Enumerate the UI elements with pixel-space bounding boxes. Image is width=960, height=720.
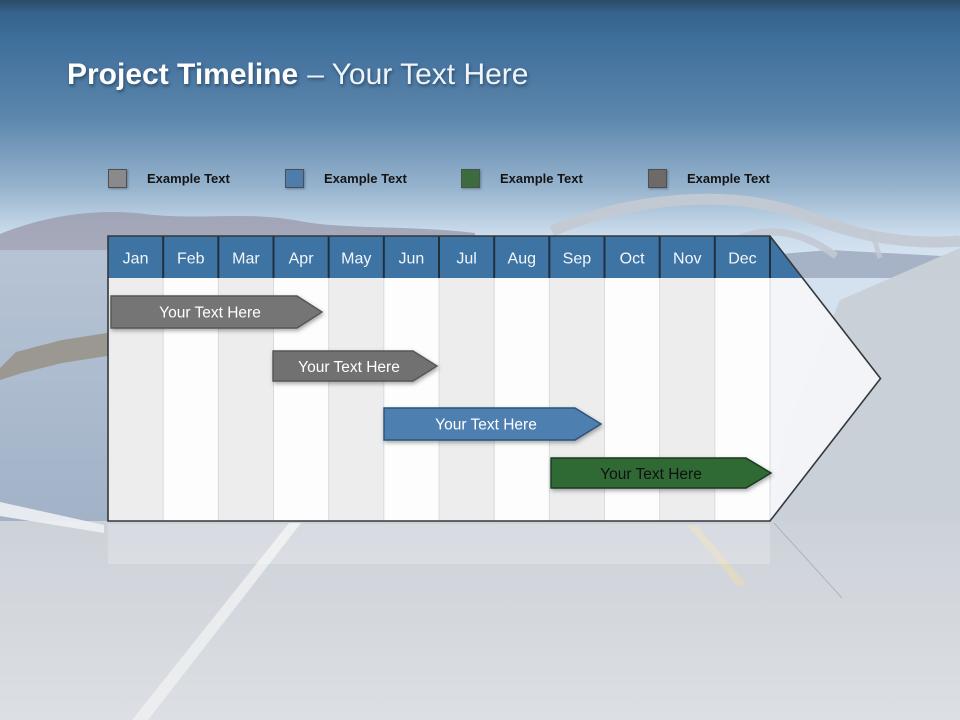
task-bar-4-label: Your Text Here xyxy=(600,466,702,483)
month-label: Mar xyxy=(232,251,260,268)
timeline-arrow-outline xyxy=(107,235,882,522)
legend-item: Example Text xyxy=(461,167,583,189)
legend-item: Example Text xyxy=(648,167,770,189)
timeline-gantt: Jan Feb Mar Apr May Jun Jul Aug Sep Oct … xyxy=(107,235,883,524)
task-bar-2-label: Your Text Here xyxy=(298,359,400,376)
guardrail xyxy=(0,502,104,533)
legend-swatch-green xyxy=(461,168,480,188)
month-label: Oct xyxy=(620,251,645,268)
slide-title: Project Timeline– Your Text Here xyxy=(67,58,528,92)
month-label: Dec xyxy=(728,251,756,268)
arrow-reflection-edge xyxy=(773,522,843,599)
legend-item: Example Text xyxy=(285,167,407,189)
lane-line-right xyxy=(688,525,746,587)
legend-label: Example Text xyxy=(687,170,770,186)
bridge-deck xyxy=(549,193,960,248)
legend-item: Example Text xyxy=(108,167,230,189)
column-divider-lines xyxy=(162,278,771,521)
month-label: May xyxy=(341,251,371,268)
legend-label: Example Text xyxy=(147,170,230,186)
month-label: Jul xyxy=(456,251,476,268)
task-bar-4 xyxy=(550,457,773,489)
legend-swatch-blue xyxy=(285,168,304,188)
month-label: Aug xyxy=(508,251,536,268)
legend-label: Example Text xyxy=(500,170,583,186)
task-bar-3-label: Your Text Here xyxy=(435,417,537,434)
headland xyxy=(0,331,120,380)
slide-title-sub: – Your Text Here xyxy=(307,58,529,91)
bridge-pillar xyxy=(869,231,883,259)
legend-label: Example Text xyxy=(324,170,407,186)
month-label: Sep xyxy=(563,251,592,268)
task-bar-1 xyxy=(110,295,324,329)
lane-line-left xyxy=(132,523,301,720)
month-labels: Jan Feb Mar Apr May Jun Jul Aug Sep Oct … xyxy=(123,251,757,268)
task-bar-2 xyxy=(272,350,439,382)
task-bars: Your Text Here Your Text Here Your Text … xyxy=(110,295,773,489)
slide-title-main: Project Timeline xyxy=(67,58,299,91)
legend-swatch-darkgray xyxy=(648,168,667,188)
header-divider-lines xyxy=(162,236,771,278)
task-bar-1-label: Your Text Here xyxy=(159,305,261,322)
month-label: Nov xyxy=(673,251,701,268)
task-bar-3 xyxy=(383,407,603,441)
month-label: Apr xyxy=(289,251,315,268)
month-label: Jan xyxy=(123,251,149,268)
table-reflection xyxy=(108,524,770,564)
month-label: Feb xyxy=(177,251,205,268)
legend-swatch-gray xyxy=(108,168,127,188)
month-label: Jun xyxy=(399,251,425,268)
